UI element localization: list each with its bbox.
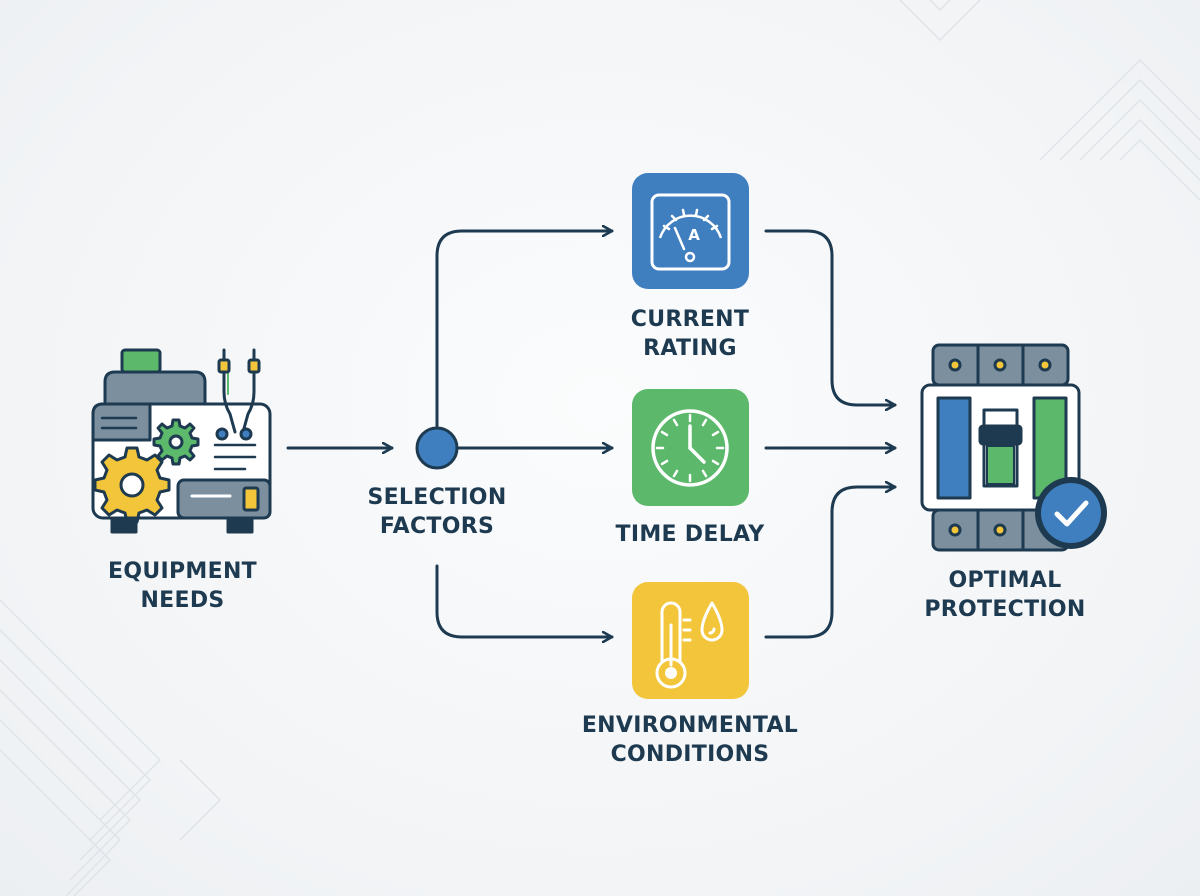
- machinery-gears-icon: [91, 348, 272, 534]
- environmental-conditions-line1: ENVIRONMENTAL: [581, 713, 799, 738]
- equipment-needs-label: EQUIPMENT NEEDS: [90, 557, 275, 615]
- selection-factors-line2: FACTORS: [379, 514, 495, 539]
- selection-hub-dot: [415, 426, 459, 470]
- circuit-breaker-check-icon: [920, 343, 1081, 552]
- optimal-protection-line1: OPTIMAL: [948, 568, 1062, 593]
- arrow-selection-to-environment: [435, 564, 614, 637]
- connector-lines: [286, 229, 897, 639]
- time-delay-label: TIME DELAY: [590, 520, 790, 549]
- environmental-conditions-label: ENVIRONMENTAL CONDITIONS: [570, 711, 810, 769]
- checkmark-badge-icon: [1035, 477, 1107, 549]
- arrow-current-to-protection: [764, 229, 897, 405]
- arrow-environment-to-protection: [764, 487, 897, 639]
- equipment-needs-line1: EQUIPMENT: [108, 559, 257, 584]
- optimal-protection-label: OPTIMAL PROTECTION: [905, 566, 1105, 624]
- selection-factors-line1: SELECTION: [367, 485, 507, 510]
- ammeter-symbol: A: [688, 226, 700, 244]
- current-rating-line2: RATING: [643, 336, 737, 361]
- current-rating-line1: CURRENT: [630, 307, 750, 332]
- current-rating-label: CURRENT RATING: [600, 305, 780, 363]
- selection-factors-label: SELECTION FACTORS: [347, 483, 527, 541]
- ammeter-icon: A: [632, 173, 749, 289]
- time-delay-line1: TIME DELAY: [615, 522, 765, 547]
- background-pattern-top-right: [899, 0, 1200, 201]
- environmental-conditions-line2: CONDITIONS: [610, 742, 770, 767]
- equipment-needs-line2: NEEDS: [140, 588, 225, 613]
- background-pattern-bottom-left: [0, 599, 222, 896]
- clock-icon: [632, 389, 749, 506]
- arrow-selection-to-current: [435, 231, 614, 432]
- thermometer-droplet-icon: [632, 582, 749, 699]
- optimal-protection-line2: PROTECTION: [924, 597, 1086, 622]
